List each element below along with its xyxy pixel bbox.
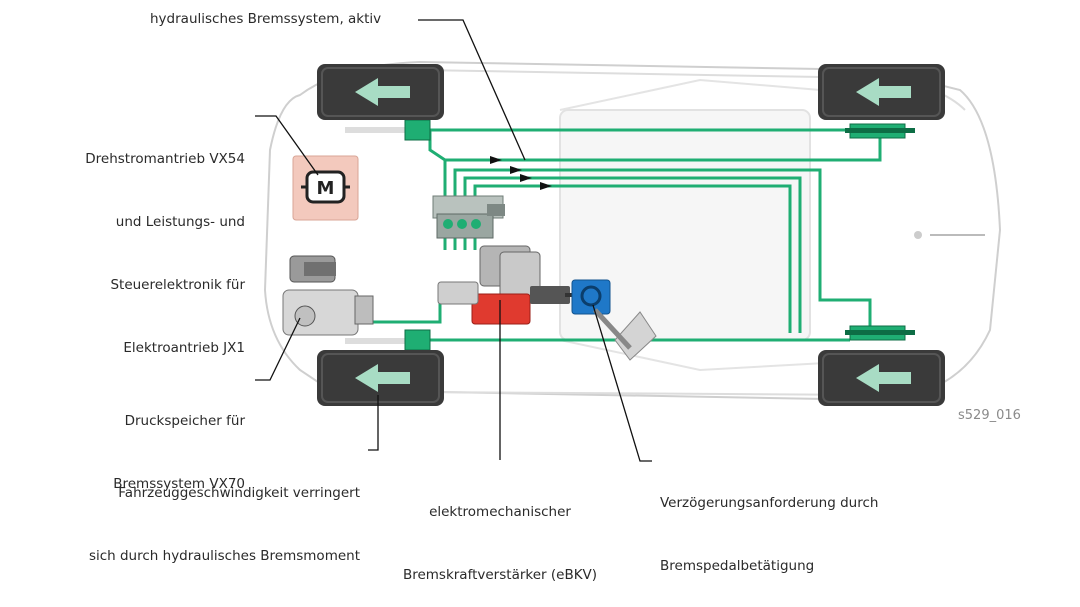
label-accumulator-line2: Bremssystem VX70 bbox=[113, 476, 245, 492]
label-drive-line1: Drehstromantrieb VX54 bbox=[85, 151, 245, 167]
motor-box: M bbox=[292, 155, 359, 221]
label-speed-line1: Fahrzeuggeschwindigkeit verringert bbox=[118, 485, 360, 501]
arrow-left-icon bbox=[856, 78, 911, 106]
label-ebkv-line2: Bremskraftverstärker (eBKV) bbox=[402, 567, 598, 583]
wheel-rear-left bbox=[818, 64, 945, 120]
leader-lines bbox=[255, 19, 652, 462]
label-drive-line4: Elektroantrieb JX1 bbox=[123, 340, 245, 356]
label-decel-request: Verzögerungsanforderung durch Bremspedal… bbox=[660, 451, 878, 598]
brake-system-diagram: M hydrauli bbox=[30, 11, 1021, 583]
label-accumulator: Druckspeicher für Bremssystem VX70 bbox=[30, 369, 245, 516]
label-accumulator-line1: Druckspeicher für bbox=[124, 413, 245, 429]
label-speed-reduction: Fahrzeuggeschwindigkeit verringert sich … bbox=[20, 441, 360, 588]
brake-calipers bbox=[345, 119, 915, 351]
wheel-front-right bbox=[317, 350, 444, 406]
hydraulic-control-unit bbox=[432, 195, 505, 239]
pedal-sensor bbox=[571, 279, 657, 361]
pressure-accumulator bbox=[282, 255, 374, 336]
figure-code: s529_016 bbox=[958, 408, 1021, 423]
label-ebkv: elektromechanischer Bremskraftverstärker… bbox=[385, 460, 615, 607]
label-decel-line2: Bremspedalbetätigung bbox=[660, 558, 815, 574]
label-drive-unit: Drehstromantrieb VX54 und Leistungs- und… bbox=[30, 107, 245, 380]
label-ebkv-line1: elektromechanischer bbox=[429, 504, 571, 520]
flow-arrows bbox=[490, 156, 552, 190]
car-schematic: M bbox=[255, 19, 1002, 462]
wheel-front-left bbox=[317, 64, 444, 120]
arrow-left-icon bbox=[355, 364, 410, 392]
wheel-rear-right bbox=[818, 350, 945, 406]
label-drive-line3: Steuerelektronik für bbox=[110, 277, 245, 293]
brake-booster bbox=[437, 245, 578, 325]
label-drive-line2: und Leistungs- und bbox=[115, 214, 245, 230]
motor-symbol: M bbox=[317, 178, 335, 199]
arrow-left-icon bbox=[355, 78, 410, 106]
arrow-left-icon bbox=[856, 364, 911, 392]
label-decel-line1: Verzögerungsanforderung durch bbox=[660, 495, 879, 511]
label-hydraulic-active: hydraulisches Bremssystem, aktiv bbox=[150, 11, 382, 27]
label-speed-line2: sich durch hydraulisches Bremsmoment bbox=[88, 548, 360, 564]
